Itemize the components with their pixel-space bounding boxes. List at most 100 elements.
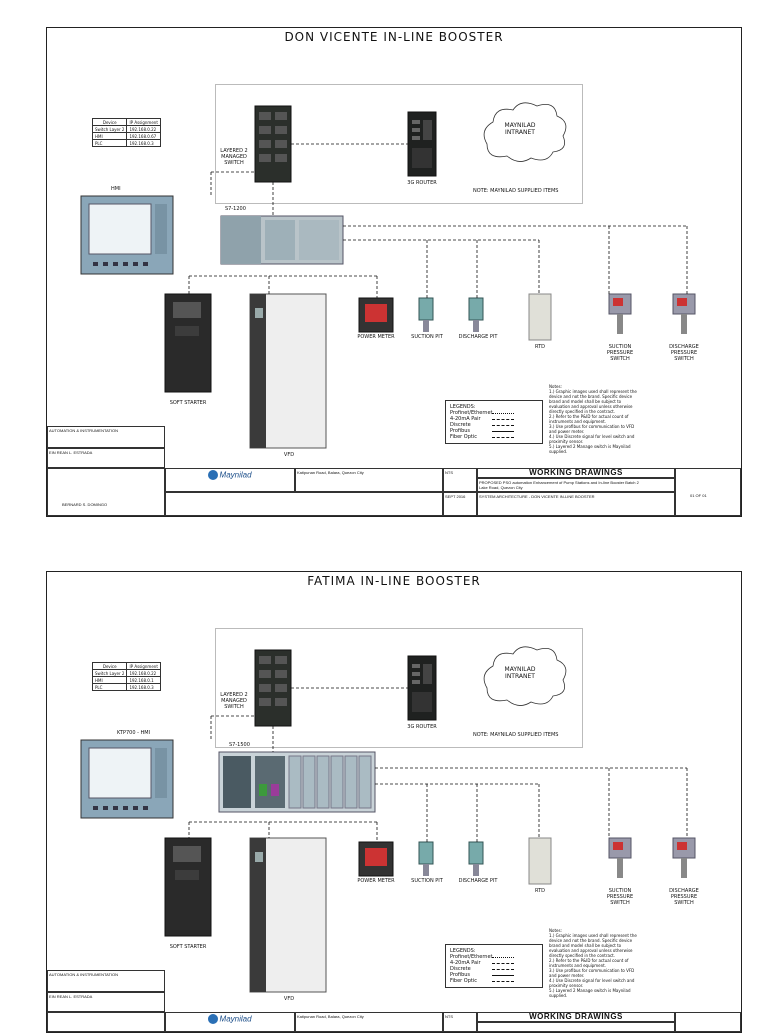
connection-lines (188, 687, 688, 842)
legend-title: LEGENDS: (450, 948, 476, 954)
ip-table-cell: PLC (91, 139, 128, 147)
field-device-label: SUCTION PRESSURE SWITCH (606, 888, 634, 906)
notes: Notes: 1.) Graphic images used shall rep… (549, 928, 639, 998)
drawing-title: FATIMA IN-LINE BOOSTER (307, 574, 481, 588)
title-block-drawn: EIN REAN L. ESTRADA (47, 448, 165, 468)
field-device-label: POWER METER (357, 878, 395, 884)
soft-starter-icon (164, 837, 212, 937)
field-device-label: RTD (534, 344, 545, 350)
plc-label: S7-1200 (225, 206, 246, 212)
field-device-label: DISCHARGE PRESSURE SWITCH (669, 344, 699, 362)
legend-item: Profinet/Ethernet (450, 954, 538, 960)
legend: LEGENDS: Profinet/Ethernet 4-20mA Pair D… (445, 944, 543, 988)
router-label: 3G ROUTER (407, 180, 437, 186)
cloud-icon (483, 646, 567, 706)
switch-label: LAYERED 2 MANAGED SWITCH (220, 692, 248, 710)
managed-switch-icon (254, 649, 292, 727)
title-block-checked (47, 1012, 165, 1032)
title-block-address: Katipunan Road, Balara, Quezon City (295, 468, 443, 492)
hmi-label: KTP700 - HMI (117, 730, 151, 736)
legend-item: Profibus (450, 428, 538, 434)
rtd-icon (528, 837, 552, 885)
hmi-label: HMI (111, 186, 121, 192)
soft-starter-label: SOFT STARTER (169, 944, 207, 950)
legend-title: LEGENDS: (450, 404, 476, 410)
title-block-working: WORKING DRAWINGS (477, 1012, 675, 1022)
title-block-approval (165, 492, 443, 516)
field-device-label: SUCTION PRESSURE SWITCH (606, 344, 634, 362)
notes-title: Notes: (549, 928, 562, 933)
field-device-label: POWER METER (357, 334, 395, 340)
suction-pit-icon (418, 297, 434, 332)
notes-title: Notes: (549, 384, 562, 389)
title-block-company: Maynilad (165, 1012, 295, 1032)
legend-item: Profinet/Ethernet (450, 410, 538, 416)
company-logo-icon (208, 1014, 219, 1024)
supplied-items-note: NOTE: MAYNILAD SUPPLIED ITEMS (473, 732, 559, 738)
supplied-items-note: NOTE: MAYNILAD SUPPLIED ITEMS (473, 188, 559, 194)
discharge-pressure-switch-icon (672, 293, 696, 334)
soft-starter-icon (164, 293, 212, 393)
legend-item: 4-20mA Pair (450, 960, 538, 966)
connection-lines (188, 143, 688, 298)
legend: LEGENDS: Profinet/Ethernet 4-20mA Pair D… (445, 400, 543, 444)
title-block-sheet: 01 OF 01 (675, 468, 741, 516)
plc-label: S7-1500 (229, 742, 250, 748)
ip-table-cell: 192.168.0.3 (126, 683, 161, 691)
router-label: 3G ROUTER (407, 724, 437, 730)
legend-item: 4-20mA Pair (450, 416, 538, 422)
title-block-project: PROPOSED PSO automation Enhancement of P… (477, 478, 675, 492)
title-block-scale: NTS (443, 468, 477, 492)
discharge-pit-icon (468, 297, 484, 332)
suction-pressure-switch-icon (608, 837, 632, 878)
architecture-diagram (80, 646, 696, 993)
title-block-scale: NTS (443, 1012, 477, 1032)
suction-pit-icon (418, 841, 434, 876)
rtd-icon (528, 293, 552, 341)
power-meter-icon (358, 297, 394, 333)
field-device-label: DISCHARGE PIT (458, 334, 498, 340)
cloud-label: MAYNILAD INTRANET (504, 122, 536, 136)
vfd-label: VFD (283, 996, 295, 1002)
ip-table-cell: PLC (91, 683, 128, 691)
field-device-label: DISCHARGE PIT (458, 878, 498, 884)
title-block-address: Katipunan Road, Balara, Quezon City (295, 1012, 443, 1032)
title-block-dept: AUTOMATION & INSTRUMENTATION (47, 426, 165, 448)
notes-body: 1.) Graphic images used shall represent … (549, 933, 637, 998)
power-meter-icon (358, 841, 394, 877)
field-device-label: SUCTION PIT (411, 334, 443, 340)
drawing-title: DON VICENTE IN-LINE BOOSTER (284, 30, 504, 44)
vfd-icon (249, 293, 327, 449)
legend-item: Profibus (450, 972, 538, 978)
suction-pressure-switch-icon (608, 293, 632, 334)
discharge-pit-icon (468, 841, 484, 876)
switch-label: LAYERED 2 MANAGED SWITCH (220, 148, 248, 166)
title-block-checked: BERNARD S. DOMINGO (47, 468, 165, 516)
soft-starter-label: SOFT STARTER (169, 400, 207, 406)
discharge-pressure-switch-icon (672, 837, 696, 878)
legend-item: Discrete (450, 966, 538, 972)
title-block-working: WORKING DRAWINGS (477, 468, 675, 478)
hmi-icon (80, 195, 174, 275)
cloud-label: MAYNILAD INTRANET (504, 666, 536, 680)
architecture-diagram (80, 102, 696, 449)
title-block-dept: AUTOMATION & INSTRUMENTATION (47, 970, 165, 992)
notes: Notes: 1.) Graphic images used shall rep… (549, 384, 639, 454)
vfd-label: VFD (283, 452, 295, 458)
ip-table-cell: 192.168.0.3 (126, 139, 161, 147)
legend-item: Fiber Optic (450, 978, 538, 984)
title-block-sheet (675, 1012, 741, 1032)
plc-icon (218, 751, 376, 813)
router-icon (407, 111, 437, 177)
field-device-label: SUCTION PIT (411, 878, 443, 884)
field-device-label: DISCHARGE PRESSURE SWITCH (669, 888, 699, 906)
field-device-label: RTD (534, 888, 545, 894)
hmi-icon (80, 739, 174, 819)
legend-item: Fiber Optic (450, 434, 538, 440)
plc-icon (220, 215, 344, 265)
title-block-date: SEPT 2016 (443, 492, 477, 516)
